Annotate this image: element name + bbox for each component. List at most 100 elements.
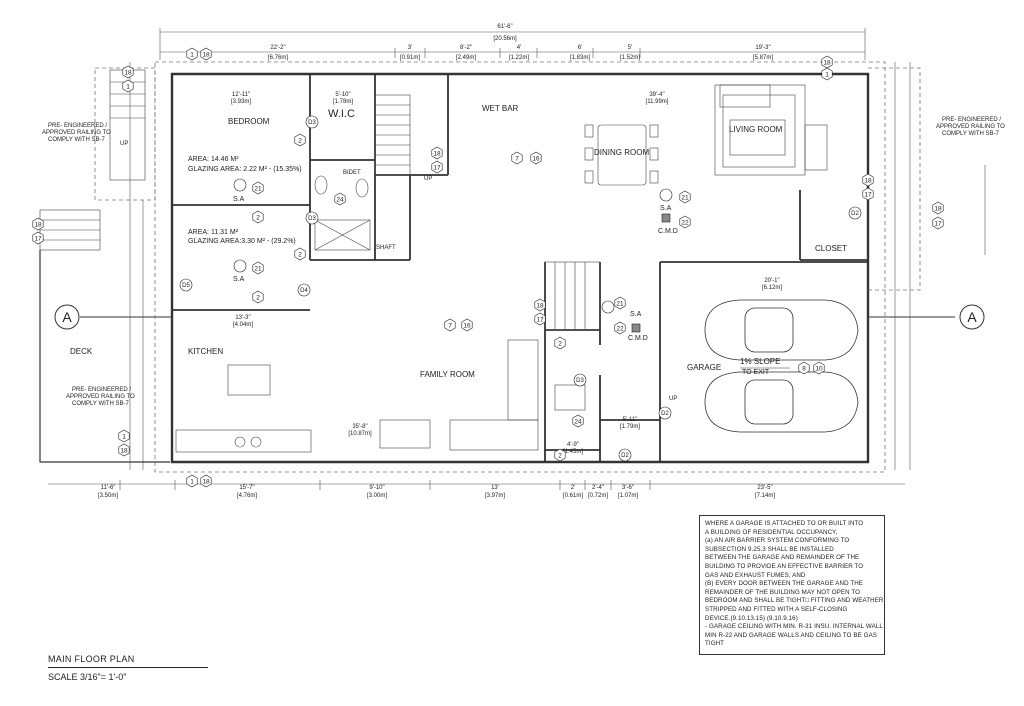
dim-top-1-m: [6.76m] (268, 55, 288, 61)
dim-top-4-m: [1.22m] (509, 55, 529, 61)
dim-hall-w: 5'-11" (623, 417, 638, 423)
dim-top-2: 3' (408, 45, 412, 51)
garage-note-box: WHERE A GARAGE IS ATTACHED TO OR BUILT I… (699, 515, 885, 655)
dim-top-2-m: [0.91m] (400, 55, 420, 61)
plan-title: MAIN FLOOR PLAN (48, 654, 208, 668)
svg-text:18: 18 (120, 447, 128, 454)
room-family: FAMILY ROOM (420, 370, 475, 379)
svg-text:D5: D5 (182, 283, 190, 289)
railing-note-right-2: APPROVED RAILING TO (936, 124, 1005, 130)
dim-bottom-1: 11'-6" (101, 485, 116, 491)
dim-wic-w-m: [1.78m] (333, 99, 353, 105)
svg-text:21: 21 (616, 300, 624, 307)
svg-text:18: 18 (433, 150, 441, 157)
dim-bottom-6-m: [0.72m] (588, 493, 608, 499)
garage-note-line: BEDROOM AND SHALL BE TIGHT□ FITTING AND … (705, 597, 884, 605)
svg-text:1: 1 (122, 433, 126, 440)
hex-tag: 2 (554, 336, 566, 350)
hex-tag: 24 (334, 192, 346, 206)
svg-text:1: 1 (825, 71, 829, 78)
dim-bath-w: 4'-9" (567, 442, 579, 448)
svg-text:7: 7 (515, 155, 519, 162)
bedroom1-glazing: GLAZING AREA: 2.22 M² - (15.35%) (188, 166, 302, 173)
hex-tag: 21 (614, 296, 626, 310)
garage-note-line: BETWEEN THE GARAGE AND REMAINDER OF THE (705, 554, 860, 562)
sa-label-3: S.A (630, 311, 642, 318)
sa-label-4: S.A (660, 205, 672, 212)
svg-text:D2: D2 (851, 211, 859, 217)
up-label-1: UP (120, 141, 128, 147)
dim-wic-w: 5'-10" (335, 92, 350, 98)
room-bidet: BIDET (343, 170, 361, 176)
door-tag: D5 (179, 278, 193, 292)
door-tag: D2 (848, 206, 862, 220)
hex-tag: 21 (252, 181, 264, 195)
railing-note-left-1: PRE- ENGINEERED / (48, 123, 107, 129)
room-garage: GARAGE (687, 363, 721, 372)
door-tag: D2 (618, 448, 632, 462)
hex-tag: 21 (679, 190, 691, 204)
hex-tag: 22 (679, 215, 691, 229)
svg-text:21: 21 (254, 185, 262, 192)
dim-top-7-m: [5.87m] (753, 55, 773, 61)
hex-tag: 17 (431, 160, 443, 174)
hex-tag: 2 (554, 448, 566, 462)
svg-text:18: 18 (202, 478, 210, 485)
garage-note-line: STRIPPED AND FITTED WITH A SELF-CLOSING (705, 605, 848, 613)
svg-text:18: 18 (934, 205, 942, 212)
railing-note-right-1: PRE- ENGINEERED / (942, 117, 1001, 123)
svg-text:2: 2 (256, 214, 260, 221)
svg-text:10: 10 (815, 365, 823, 372)
dim-kitchen-w-m: [4.04m] (233, 322, 253, 328)
hex-tag: 18 (122, 65, 134, 79)
hex-tag: 18 (862, 173, 874, 187)
svg-text:D3: D3 (576, 378, 584, 384)
garage-note-line: (a) AN AIR BARRIER SYSTEM CONFORMING TO (705, 537, 850, 545)
svg-text:17: 17 (536, 316, 544, 323)
cmd-label-2: C.M.D (628, 335, 648, 342)
up-label-2: UP (424, 176, 432, 182)
svg-text:18: 18 (202, 51, 210, 58)
railing-note-left-2: APPROVED RAILING TO (42, 130, 111, 136)
dim-bottom-4-m: [3.97m] (485, 493, 505, 499)
plan-scale: SCALE 3/16"= 1'-0" (48, 672, 127, 682)
dim-family-w-m: [10.87m] (348, 431, 372, 437)
svg-text:24: 24 (574, 418, 582, 425)
sa-label-2: S.A (233, 276, 245, 283)
door-tag: D3 (305, 211, 319, 225)
sa-label-1: S.A (233, 196, 245, 203)
hex-tag: 1 (186, 474, 198, 488)
svg-text:D4: D4 (300, 288, 308, 294)
hex-tag: 17 (32, 231, 44, 245)
dim-bottom-5-m: [0.61m] (563, 493, 583, 499)
bedroom2-glazing: GLAZING AREA:3.30 M² - (29.2%) (188, 238, 296, 245)
dim-bottom-3-m: [3.00m] (367, 493, 387, 499)
room-dining: DINING ROOM (594, 148, 649, 157)
up-label-3: UP (669, 396, 677, 402)
dim-bottom-7: 3'-6" (622, 485, 634, 491)
room-deck: DECK (70, 347, 93, 356)
garage-slope-sub: TO EXIT (742, 369, 770, 376)
dim-top-5: 6' (578, 45, 582, 51)
railing-note-deck-2: APPROVED RAILING TO (66, 394, 135, 400)
dim-wetbar-w-m: [11.99m] (646, 99, 669, 105)
railing-note-deck-3: COMPLY WITH SB-7 (72, 401, 129, 407)
garage-note-line: (B) EVERY DOOR BETWEEN THE GARAGE AND TH… (705, 580, 864, 588)
door-tag: D4 (297, 283, 311, 297)
dim-bottom-6: 2'-4" (592, 485, 604, 491)
svg-text:1: 1 (190, 478, 194, 485)
hex-tag: 18 (534, 298, 546, 312)
hex-tag: 18 (932, 201, 944, 215)
svg-text:21: 21 (681, 194, 689, 201)
hex-tag: 2 (252, 210, 264, 224)
dim-bottom-3: 9'-10" (369, 485, 384, 491)
hex-tag: 17 (534, 312, 546, 326)
railing-note-left-3: COMPLY WITH SB-7 (48, 137, 105, 143)
hex-tag: 18 (118, 443, 130, 457)
hex-tag: 18 (32, 217, 44, 231)
svg-text:2: 2 (256, 294, 260, 301)
garage-note-line: BUILDING TO PROVIDE AN EFFECTIVE BARRIER… (705, 562, 864, 570)
svg-text:24: 24 (336, 196, 344, 203)
